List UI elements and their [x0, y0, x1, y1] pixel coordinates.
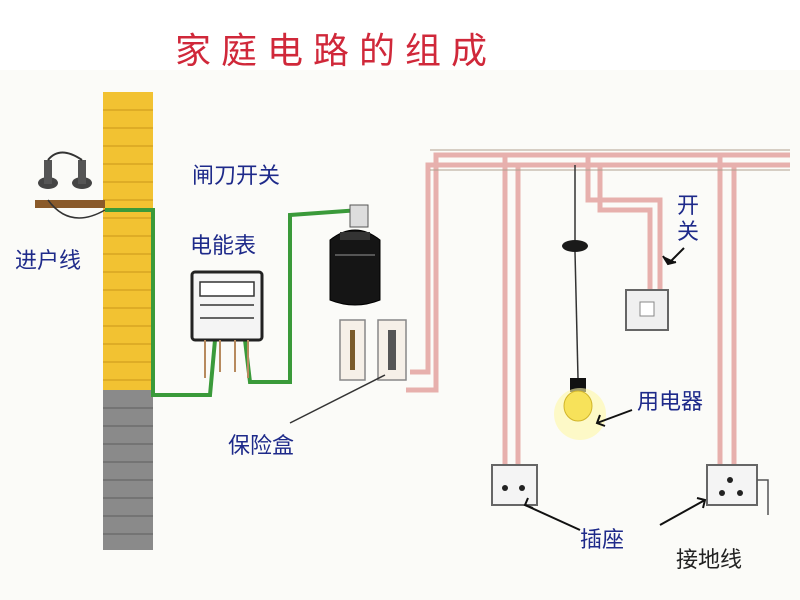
label-incoming-line: 进户线: [15, 249, 82, 274]
ground-wire: [757, 479, 769, 515]
electric-meter: [190, 270, 264, 378]
annotation-arrows: [523, 247, 707, 531]
label-ground-wire: 接地线: [676, 548, 743, 573]
brick-wall: [103, 92, 153, 550]
knife-switch: [329, 204, 381, 306]
socket-two-pin: [491, 464, 538, 506]
incoming-wire: [105, 208, 217, 397]
label-appliance: 用电器: [637, 390, 704, 415]
fuse-box: [339, 319, 407, 381]
label-knife-switch: 闸刀开关: [192, 164, 281, 189]
insulator-bracket: [35, 151, 106, 219]
household-wiring: [406, 152, 790, 470]
label-switch-char-2: 关: [677, 220, 700, 245]
fuse-pointer-line: [289, 374, 386, 424]
label-socket: 插座: [580, 528, 625, 553]
label-electric-meter: 电能表: [190, 234, 257, 259]
label-switch-char-1: 开: [677, 194, 700, 219]
label-fuse-box: 保险盒: [228, 434, 295, 459]
lamp: [554, 165, 606, 440]
page-title: 家庭电路的组成: [175, 31, 498, 72]
wall-switch: [625, 289, 669, 331]
label-switch: 开 关: [677, 194, 699, 246]
socket-three-pin: [706, 464, 758, 506]
